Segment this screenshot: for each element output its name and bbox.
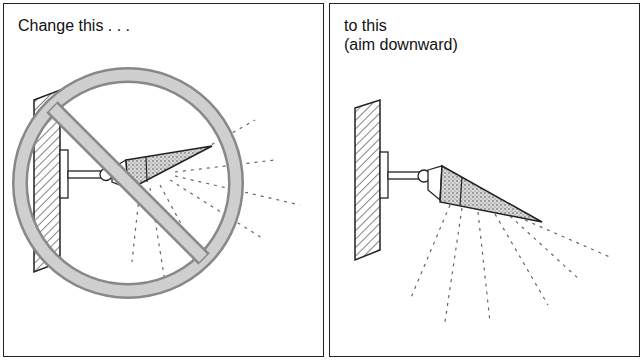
wall-plate bbox=[60, 150, 68, 198]
panel-box: to this(aim downward) bbox=[329, 3, 640, 357]
downward-lamp bbox=[355, 100, 612, 322]
lamp-head bbox=[440, 166, 542, 222]
panel-caption: to this bbox=[330, 4, 639, 35]
arm bbox=[388, 172, 422, 179]
panel-caption: (aim downward) bbox=[330, 35, 639, 54]
light-rays bbox=[410, 205, 612, 322]
wall bbox=[355, 100, 380, 260]
panel-caption: Change this . . . bbox=[4, 4, 323, 35]
arm bbox=[68, 171, 104, 178]
prohibition-sign bbox=[20, 75, 236, 291]
wall-plate bbox=[380, 152, 388, 198]
upward-lamp bbox=[34, 90, 300, 282]
panel-box: Change this . . . bbox=[3, 3, 324, 357]
